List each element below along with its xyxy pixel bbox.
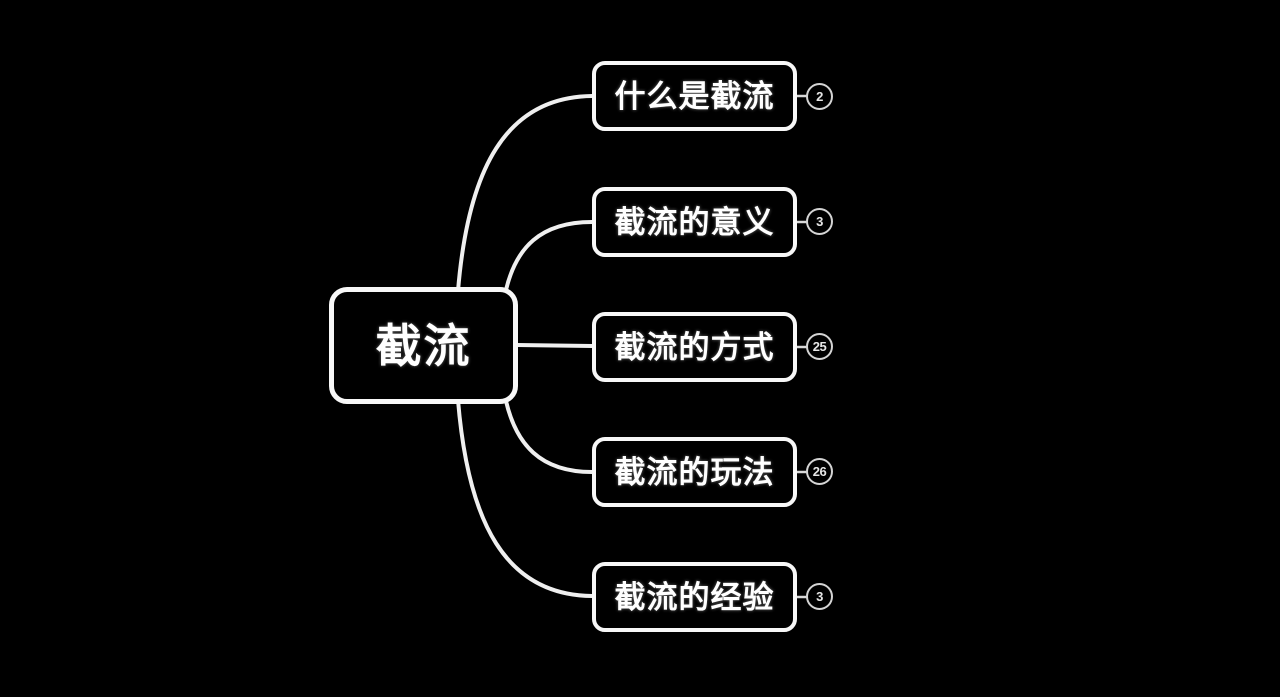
connector-root-to-branch-1 [504,220,594,292]
branch-node-tactics[interactable]: 截流的玩法 [592,437,797,507]
connector-root-to-branch-4 [456,398,594,598]
child-count-badge[interactable]: 3 [806,208,833,235]
branch-node-label: 截流的玩法 [614,454,775,490]
child-count-badge[interactable]: 2 [806,83,833,110]
root-node-label: 截流 [375,319,472,372]
child-count-badge[interactable]: 25 [806,333,833,360]
connector-root-to-branch-0 [456,94,594,293]
branch-node-methods[interactable]: 截流的方式 [592,312,797,382]
child-count-value: 26 [812,464,827,479]
branch-node-label: 什么是截流 [614,78,775,114]
branch-node-label: 截流的经验 [614,579,775,615]
connector-root-to-branch-2 [515,343,594,348]
child-count-badge[interactable]: 3 [806,583,833,610]
branch-node-what-is-jieliu[interactable]: 什么是截流 [592,61,797,131]
child-count-value: 2 [816,89,823,104]
connector-root-to-branch-3 [504,399,594,474]
root-node[interactable]: 截流 [329,287,518,404]
child-count-value: 3 [816,214,823,229]
child-count-badge[interactable]: 26 [806,458,833,485]
branch-node-label: 截流的方式 [614,329,775,365]
branch-node-meaning[interactable]: 截流的意义 [592,187,797,257]
child-count-value: 25 [812,339,827,354]
branch-node-experience[interactable]: 截流的经验 [592,562,797,632]
child-count-value: 3 [816,589,823,604]
branch-node-label: 截流的意义 [614,204,775,240]
